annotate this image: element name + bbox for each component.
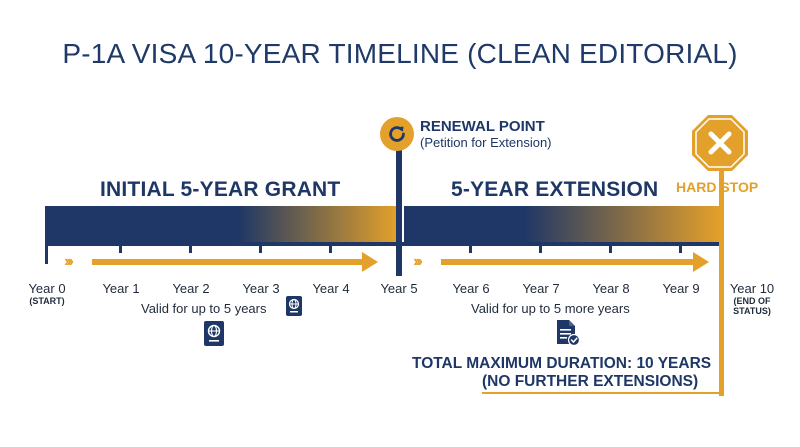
document-check-icon xyxy=(557,320,581,347)
extension-band xyxy=(404,206,720,242)
renewal-marker-line xyxy=(396,148,402,276)
passport-icon xyxy=(286,296,302,316)
tick-year-4 xyxy=(329,242,332,253)
year-10-label: Year 10 xyxy=(729,281,775,296)
chevron-arrow-icon: ››› xyxy=(64,253,74,270)
year-10-sublabel: (END OF STATUS) xyxy=(733,296,771,316)
initial-grant-arrowhead xyxy=(362,252,378,272)
stop-x-icon xyxy=(692,115,748,171)
year-label-2: Year 2 xyxy=(172,281,210,296)
year-label-4: Year 4 xyxy=(312,281,350,296)
year-label-7: Year 7 xyxy=(522,281,560,296)
initial-grant-arrow xyxy=(92,259,364,265)
year-label-9: Year 9 xyxy=(662,281,700,296)
timeline-axis xyxy=(45,242,721,246)
year-label-0: Year 0 (START) xyxy=(17,281,77,306)
initial-grant-note: Valid for up to 5 years xyxy=(141,301,267,316)
year-label-3: Year 3 xyxy=(242,281,280,296)
tick-year-8 xyxy=(609,242,612,253)
chevron-arrow-icon: ››› xyxy=(413,253,423,270)
initial-grant-label: INITIAL 5-YEAR GRANT xyxy=(100,178,341,201)
tick-year-7 xyxy=(539,242,542,253)
year-label-5: Year 5 xyxy=(380,281,418,296)
tick-year-1 xyxy=(119,242,122,253)
year-0-label: Year 0 xyxy=(28,281,66,296)
tick-year-9 xyxy=(679,242,682,253)
hard-stop-line xyxy=(719,160,724,396)
total-duration-line-2: (NO FURTHER EXTENSIONS) xyxy=(482,373,699,390)
year-0-sublabel: (START) xyxy=(29,296,65,306)
refresh-icon xyxy=(380,117,414,151)
diagram-title: P-1A VISA 10-YEAR TIMELINE (CLEAN EDITOR… xyxy=(62,38,738,69)
renewal-point-title: RENEWAL POINT xyxy=(420,118,545,135)
year-label-8: Year 8 xyxy=(592,281,630,296)
total-duration-line-1: TOTAL MAXIMUM DURATION: 10 YEARS xyxy=(412,355,712,372)
extension-arrow xyxy=(441,259,695,265)
extension-arrowhead xyxy=(693,252,709,272)
year-label-10: Year 10 (END OF STATUS) xyxy=(726,281,778,316)
passport-icon xyxy=(204,321,224,346)
renewal-point-subtitle: (Petition for Extension) xyxy=(420,135,552,150)
initial-grant-band xyxy=(45,206,397,242)
tick-year-0 xyxy=(45,242,48,264)
tick-year-6 xyxy=(469,242,472,253)
extension-note: Valid for up to 5 more years xyxy=(471,301,630,316)
extension-label: 5-YEAR EXTENSION xyxy=(451,178,659,201)
year-label-1: Year 1 xyxy=(102,281,140,296)
hard-stop-label: HARD STOP xyxy=(676,179,759,195)
tick-year-3 xyxy=(259,242,262,253)
year-label-6: Year 6 xyxy=(452,281,490,296)
tick-year-2 xyxy=(189,242,192,253)
total-underline xyxy=(482,392,722,394)
